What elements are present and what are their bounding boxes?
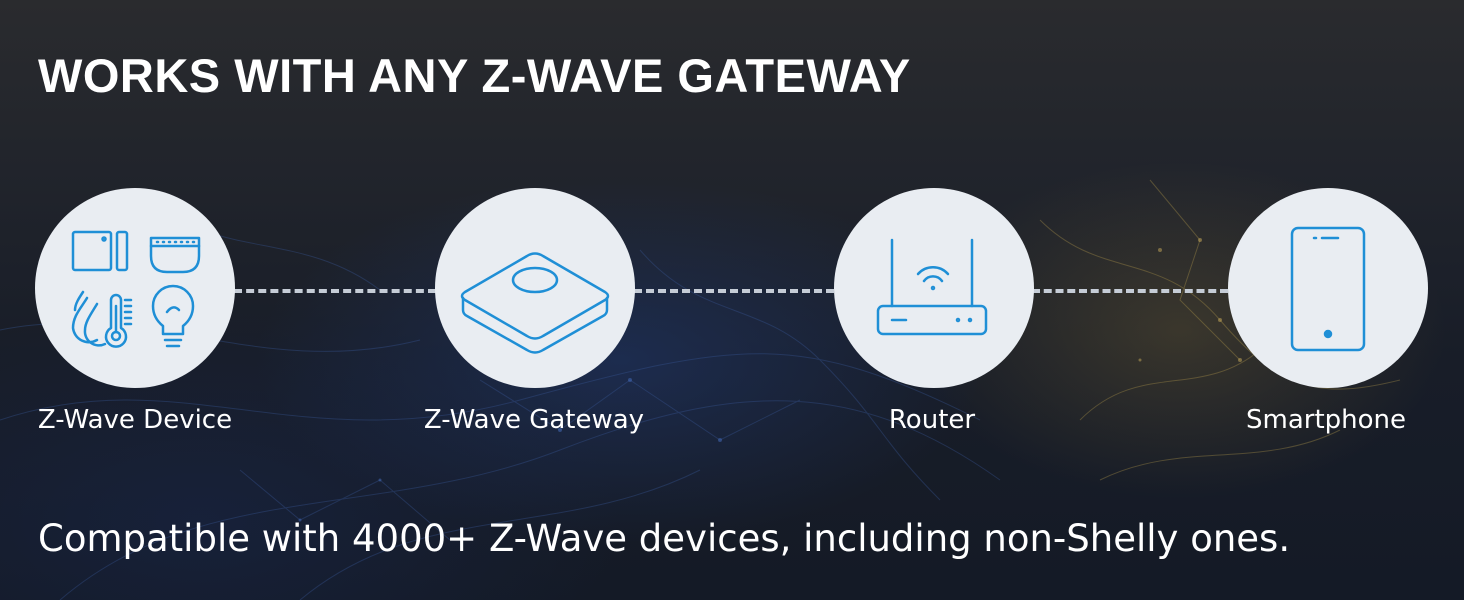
node-label-zwave-gateway: Z-Wave Gateway <box>423 405 645 435</box>
zwave-devices-icon <box>71 230 201 348</box>
compatibility-tagline: Compatible with 4000+ Z-Wave devices, in… <box>38 517 1291 560</box>
node-label-zwave-device: Z-Wave Device <box>37 405 233 435</box>
node-zwave-device <box>35 188 235 388</box>
connector-router-smartphone <box>1032 289 1228 293</box>
page-title: WORKS WITH ANY Z-WAVE GATEWAY <box>38 49 911 102</box>
connector-device-gateway <box>234 289 436 293</box>
connector-gateway-router <box>634 289 834 293</box>
wifi-router-icon <box>876 238 988 336</box>
node-smartphone <box>1228 188 1428 388</box>
gateway-hub-icon <box>460 252 610 354</box>
node-label-router: Router <box>888 405 976 435</box>
node-zwave-gateway <box>435 188 635 388</box>
node-router <box>834 188 1034 388</box>
smartphone-icon <box>1290 226 1366 352</box>
node-label-smartphone: Smartphone <box>1245 405 1406 435</box>
